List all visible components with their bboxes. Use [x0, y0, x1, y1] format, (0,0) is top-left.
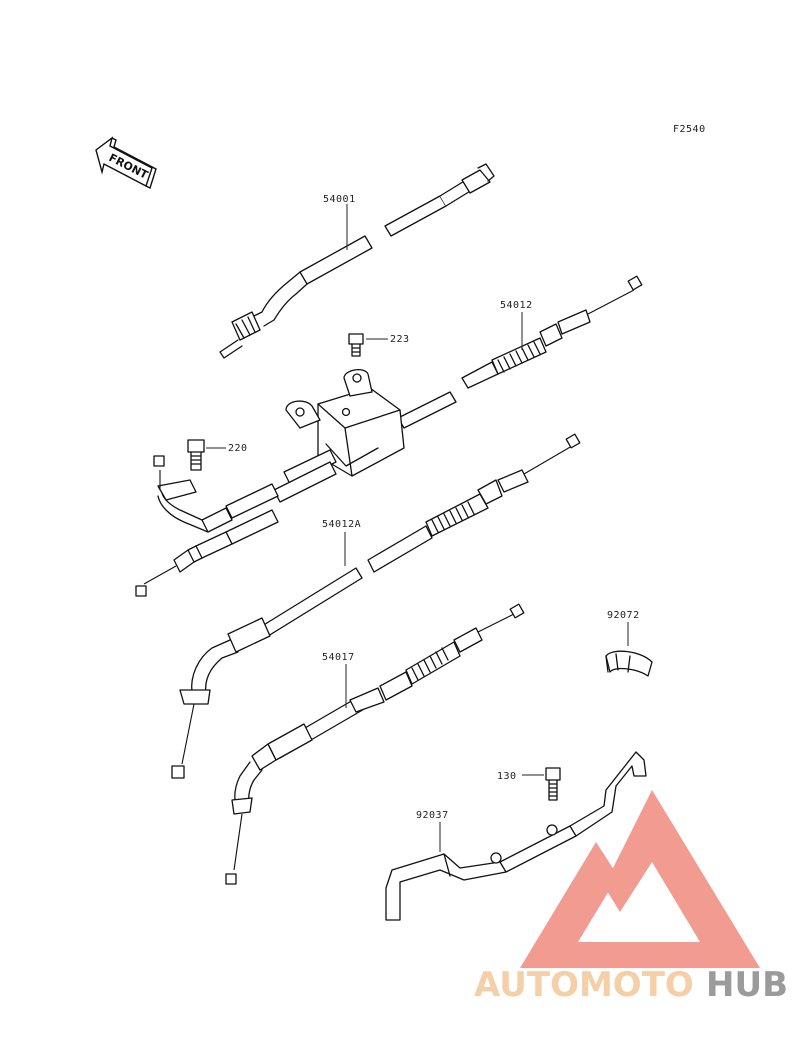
figure-code: F2540	[673, 124, 706, 135]
housing-cable-ends	[135, 449, 337, 597]
automotohub-watermark: AUTOMOTO HUB	[474, 790, 788, 1005]
throttle-cable-a	[171, 433, 581, 779]
bracket-92037	[385, 751, 647, 921]
clamp-92072	[605, 650, 653, 677]
part-label-92037: 92037	[416, 810, 449, 821]
screw-223	[348, 333, 364, 357]
throttle-cable	[397, 275, 643, 429]
part-label-223: 223	[390, 334, 410, 345]
speedometer-cable	[219, 163, 495, 359]
part-label-130: 130	[497, 771, 517, 782]
part-label-54012A: 54012A	[322, 519, 361, 530]
part-label-92072: 92072	[607, 610, 640, 621]
part-label-54017: 54017	[322, 652, 355, 663]
choke-cable	[225, 603, 525, 885]
bolt-130	[545, 767, 561, 801]
watermark-brand-part1: AUTOMOTO	[474, 965, 694, 1005]
part-label-54012: 54012	[500, 300, 533, 311]
screw-220	[187, 439, 205, 471]
watermark-brand-part2: HUB	[706, 965, 788, 1005]
throttle-housing	[285, 368, 405, 477]
part-label-220: 220	[228, 443, 248, 454]
watermark-logo-icon	[520, 790, 760, 968]
part-label-54001: 54001	[323, 194, 356, 205]
front-arrow-icon: FRONT	[95, 136, 157, 189]
